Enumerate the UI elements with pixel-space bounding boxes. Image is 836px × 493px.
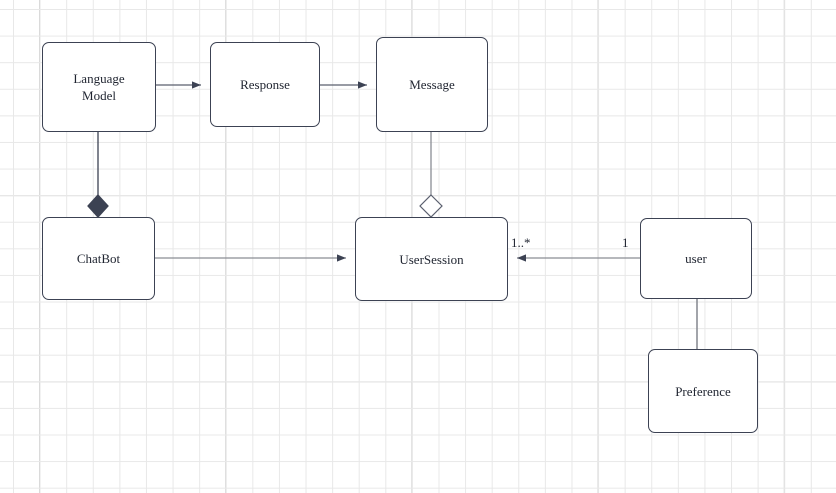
node-message[interactable]: Message — [376, 37, 488, 132]
filled-diamond-icon — [87, 194, 109, 218]
node-language-model[interactable]: Language Model — [42, 42, 156, 132]
node-preference[interactable]: Preference — [648, 349, 758, 433]
node-label: Message — [409, 77, 455, 92]
edge-message-to-usersession — [419, 132, 443, 218]
edge-language-model-to-chatbot — [87, 132, 109, 218]
hollow-diamond-icon — [419, 194, 443, 218]
node-label: Language Model — [73, 70, 124, 104]
node-user[interactable]: user — [640, 218, 752, 299]
node-label: Response — [240, 77, 290, 92]
node-chatbot[interactable]: ChatBot — [42, 217, 155, 300]
node-label-line1: Language — [73, 71, 125, 86]
node-label: ChatBot — [76, 251, 121, 266]
node-label-line2: Model — [82, 88, 116, 103]
node-label: Preference — [675, 383, 731, 399]
multiplicity-label-many: 1..* — [511, 235, 531, 250]
node-response[interactable]: Response — [210, 42, 320, 127]
node-label: user — [685, 251, 707, 266]
multiplicity-label-one: 1 — [622, 235, 629, 250]
node-label: UserSession — [399, 251, 464, 267]
node-usersession[interactable]: UserSession — [355, 217, 508, 301]
